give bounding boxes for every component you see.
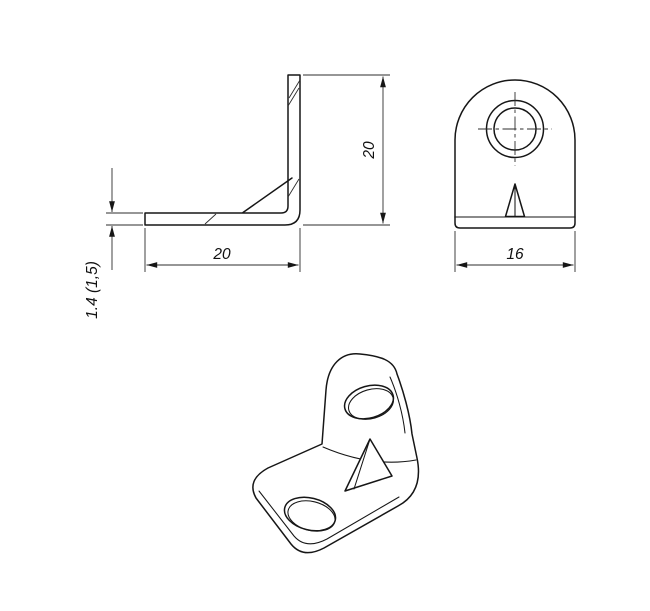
front-view <box>454 79 576 229</box>
isometric-view <box>252 353 420 554</box>
iso-gusset-outline <box>344 438 393 492</box>
iso-gusset <box>344 438 393 492</box>
front-view-outline <box>454 79 576 218</box>
side-view-outline <box>144 74 301 226</box>
iso-base-hole-inner <box>287 500 336 532</box>
front-view-base-edge <box>454 216 576 229</box>
thickness-dim-label: 1.4 (1,5) <box>84 261 101 319</box>
thickness-extension-lines <box>106 212 143 226</box>
side-height-dimension: 20 <box>303 74 390 226</box>
side-view-bend-marks <box>204 79 301 225</box>
iso-top-hole <box>343 384 395 420</box>
front-width-extension-lines <box>454 231 576 272</box>
iso-plate-thickness-edge <box>389 376 406 434</box>
iso-top-hole-inner <box>348 388 394 420</box>
side-view-gusset-line <box>242 177 293 214</box>
width-dim-label: 20 <box>212 246 231 263</box>
front-width-dim-label: 16 <box>506 246 524 263</box>
iso-silhouette <box>252 353 420 554</box>
side-width-dimension: 20 <box>144 228 301 272</box>
side-view <box>144 74 301 226</box>
thickness-dimension: 1.4 (1,5) <box>84 168 143 319</box>
iso-base-hole <box>283 496 337 532</box>
width-extension-lines <box>144 228 301 272</box>
height-dim-label: 20 <box>361 141 378 160</box>
iso-gusset-edge <box>353 438 371 490</box>
iso-top-hole-outer <box>343 384 395 420</box>
front-width-dimension: 16 <box>454 231 576 272</box>
hole-centerlines <box>478 92 552 166</box>
iso-base-thickness-edge <box>258 490 400 545</box>
height-extension-lines <box>303 74 390 226</box>
